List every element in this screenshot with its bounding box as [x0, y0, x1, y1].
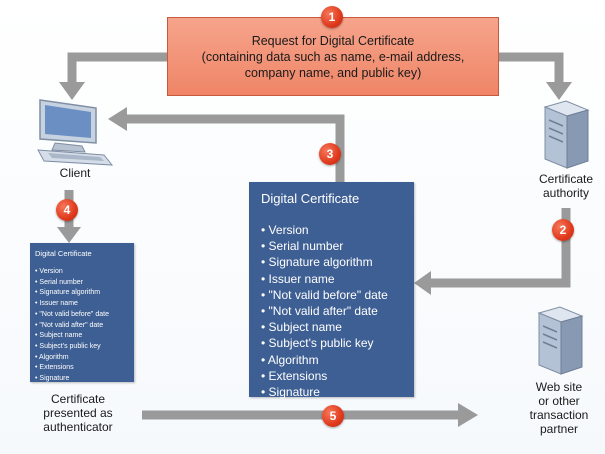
small-certificate-field: • Signature: [35, 375, 70, 383]
arrow-authority-to-certificate: [430, 208, 571, 288]
step-badge-5: 5: [322, 405, 344, 427]
presented-label: Certificate presented as authenticator: [43, 392, 113, 434]
computer-icon: [37, 99, 114, 166]
certificate-field: • "Not valid after" date: [261, 304, 378, 319]
small-certificate-field: • Subject's public key: [35, 342, 101, 350]
certificate-field: • Algorithm: [261, 352, 319, 367]
arrowhead-authority: [546, 82, 572, 100]
arrow-request-to-authority: [499, 52, 564, 82]
arrow-request-to-client: [67, 52, 167, 82]
request-line-2: (containing data such as name, e-mail ad…: [201, 49, 465, 64]
small-certificate-title: Digital Certificate: [35, 249, 92, 258]
arrow-certificate-to-client: [125, 114, 345, 182]
step-badge-4: 4: [56, 199, 78, 221]
website-label: Web site or other transaction partner: [529, 380, 589, 436]
request-box: Request for Digital Certificate (contain…: [167, 17, 499, 96]
authority-label: Certificate authority: [538, 172, 594, 200]
certificate-field: • Signature algorithm: [261, 255, 373, 270]
digital-certificate: Digital Certificate • Version • Serial n…: [249, 182, 414, 400]
arrowhead-client: [59, 82, 85, 100]
certificate-field: • Version: [261, 223, 309, 237]
small-certificate-field: • "Not valid before" date: [35, 310, 109, 318]
certificate-field: • "Not valid before" date: [261, 287, 388, 302]
presented-certificate: Digital Certificate • Version • Serial n…: [30, 243, 134, 382]
certificate-field: • Extensions: [261, 368, 328, 383]
small-certificate-field: • Signature algorithm: [35, 289, 101, 297]
request-line-1: Request for Digital Certificate: [251, 33, 415, 48]
certificate-field: • Subject's public key: [261, 336, 374, 351]
certificate-field: • Subject name: [261, 320, 342, 335]
website-server-icon: [537, 306, 584, 375]
small-certificate-field: • Algorithm: [35, 353, 69, 361]
arrowhead-small-certificate: [57, 227, 81, 243]
server-icon: [543, 100, 590, 169]
small-certificate-field: • Version: [35, 268, 63, 275]
certificate-field: • Serial number: [261, 239, 344, 254]
step-badge-1: 1: [321, 6, 343, 28]
small-certificate-field: • Subject name: [35, 332, 83, 340]
arrowhead-certificate: [414, 271, 431, 295]
request-line-3: company name, and public key): [244, 65, 422, 80]
step-badge-2: 2: [552, 219, 574, 241]
certificate-fields: • Version • Serial number • Signature al…: [261, 222, 414, 400]
small-certificate-field: • Serial number: [35, 278, 83, 286]
small-certificate-field: • "Not valid after" date: [35, 321, 104, 329]
client-label: Client: [59, 166, 91, 180]
small-certificate-field: • Extensions: [35, 364, 74, 372]
small-certificate-fields: • Version • Serial number • Signature al…: [35, 267, 134, 385]
certificate-title: Digital Certificate: [261, 191, 360, 206]
small-certificate-field: • Issuer name: [35, 300, 78, 308]
arrowhead-client-screen: [108, 107, 127, 131]
certificate-field: • Signature: [261, 385, 320, 400]
step-badge-3: 3: [319, 143, 341, 165]
arrowhead-website: [458, 403, 478, 427]
certificate-field: • Issuer name: [261, 271, 335, 286]
